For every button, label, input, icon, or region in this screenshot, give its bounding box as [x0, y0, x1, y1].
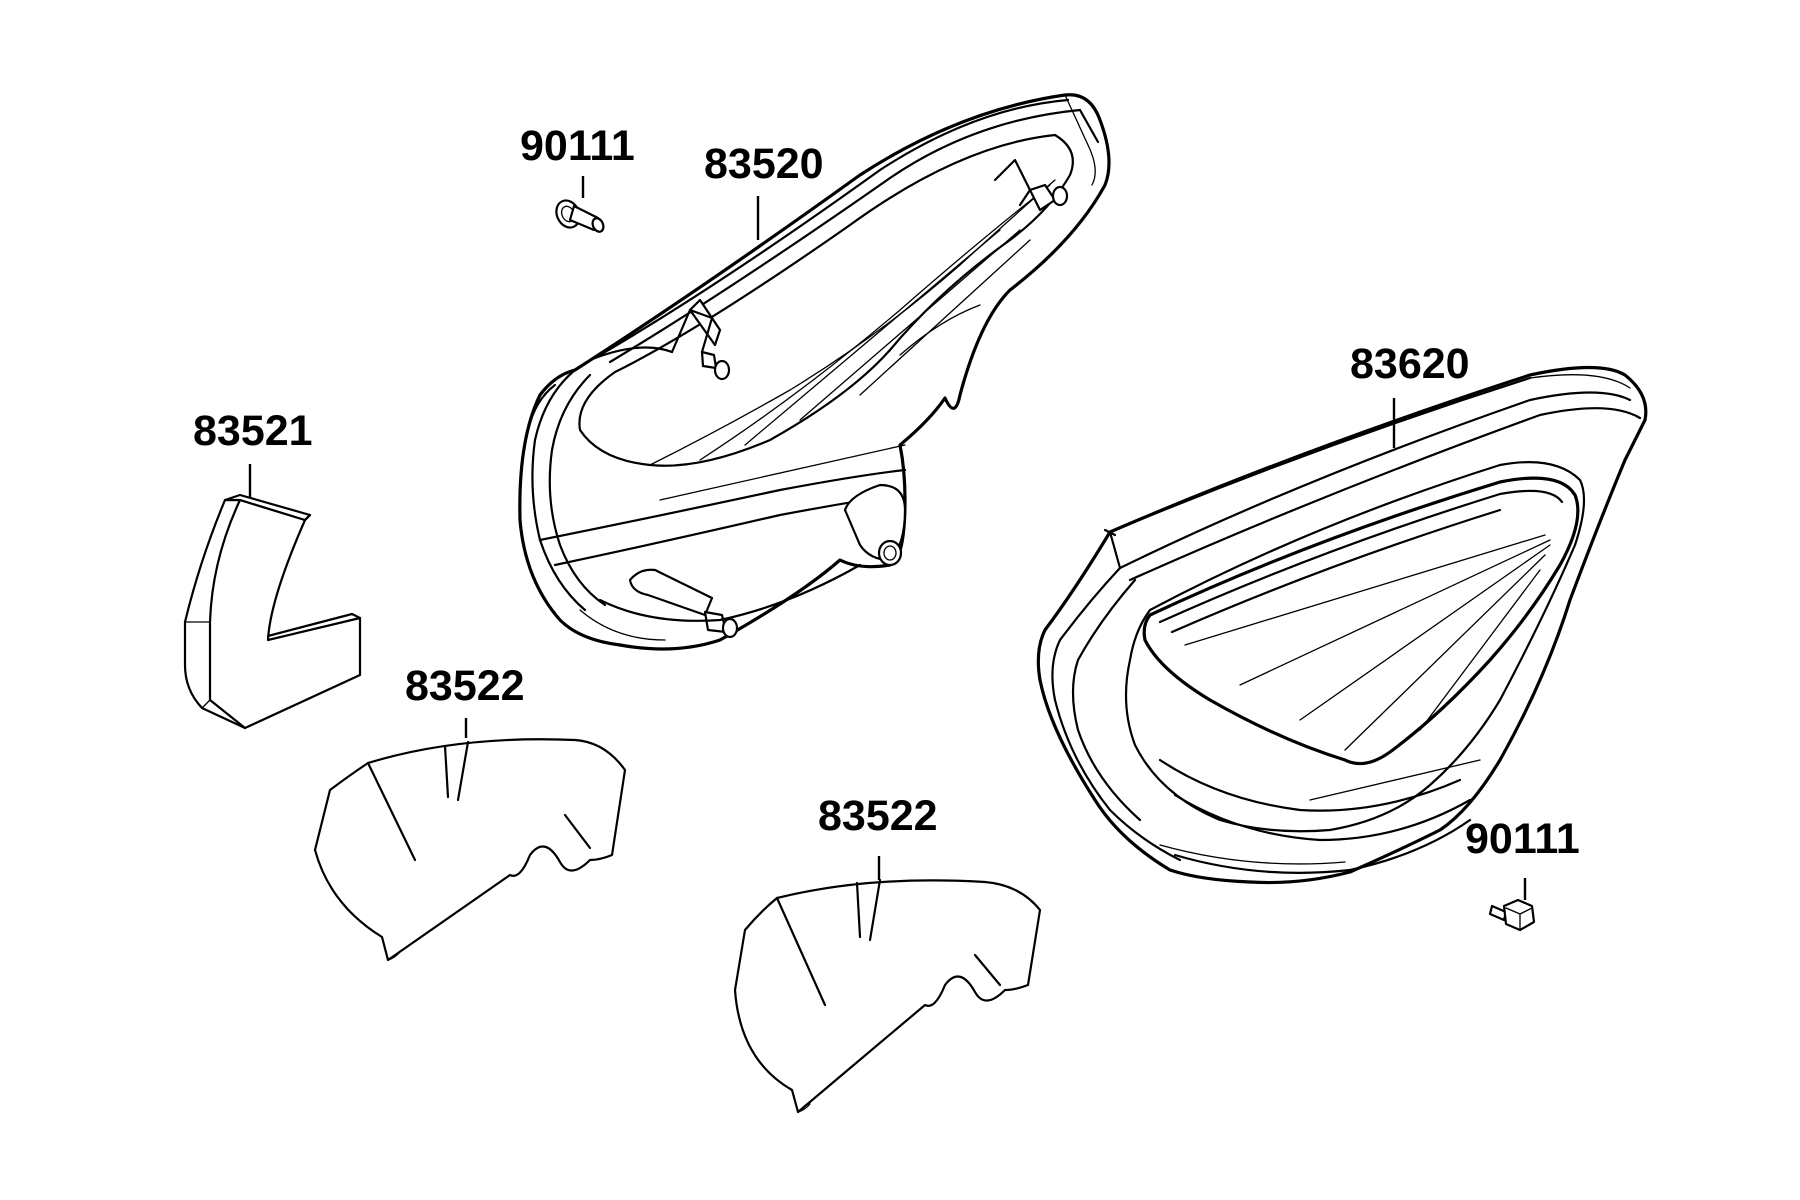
label-insulator-left: 83522 — [405, 662, 525, 710]
label-cover-left: 83520 — [704, 140, 824, 188]
cover-right-drawing — [1036, 365, 1648, 885]
callout-cover-right: 83620 — [1350, 340, 1470, 448]
label-cover-right: 83620 — [1350, 340, 1470, 388]
label-insulator-right: 83522 — [818, 792, 938, 840]
callout-pad: 83521 — [193, 407, 313, 500]
bolt-upper-drawing — [555, 199, 605, 233]
bolt-lower-drawing — [1488, 898, 1536, 932]
pad-drawing — [183, 493, 362, 730]
insulator-left-drawing — [313, 738, 627, 962]
cover-left-drawing — [518, 93, 1111, 651]
insulator-right-drawing — [733, 878, 1042, 1114]
callout-insulator-left: 83522 — [405, 662, 525, 738]
callout-insulator-right: 83522 — [818, 792, 938, 880]
label-bolt-lower: 90111 — [1465, 815, 1580, 863]
callout-bolt-lower: 90111 — [1465, 815, 1580, 900]
label-bolt-upper: 90111 — [520, 122, 635, 170]
label-pad: 83521 — [193, 407, 313, 455]
callout-bolt-upper: 90111 — [520, 122, 635, 198]
callout-cover-left: 83520 — [704, 140, 824, 240]
